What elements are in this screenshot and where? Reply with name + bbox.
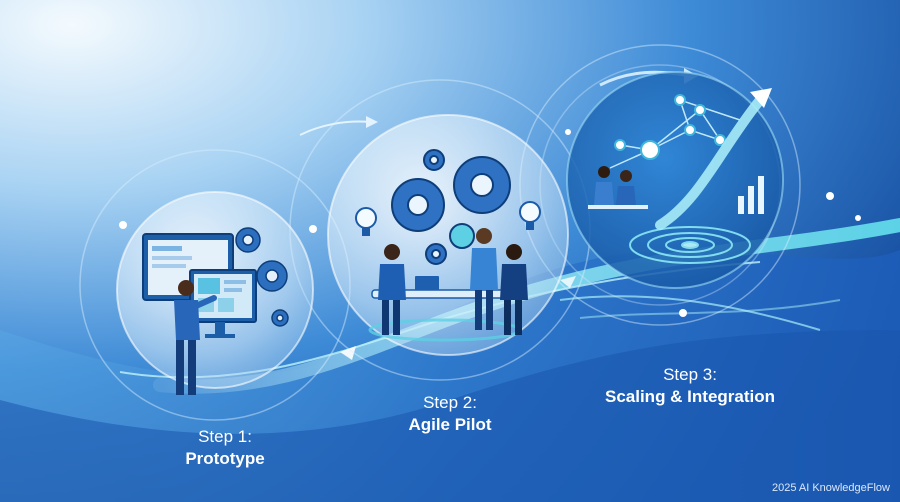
- target-rings-icon: [629, 226, 751, 264]
- footer-credit: 2025 AI KnowledgeFlow: [771, 482, 890, 494]
- team-seated: [588, 166, 648, 209]
- step-2-number: Step 2:: [423, 393, 477, 412]
- ribbon-line: [579, 299, 841, 319]
- bar-chart-icon: [738, 176, 764, 214]
- step-2-title: Agile Pilot: [408, 415, 492, 434]
- network-nodes: [614, 94, 726, 160]
- sparkles: [119, 129, 861, 317]
- person-presenter: [174, 280, 217, 395]
- gear-icon: [391, 149, 511, 265]
- growth-arrow: [655, 88, 772, 230]
- wave-band-dark: [0, 330, 900, 502]
- step-3-label: Step 3: Scaling & Integration: [580, 364, 800, 408]
- step-1-number: Step 1:: [198, 427, 252, 446]
- arrow-icon: [340, 346, 356, 360]
- step-1-title: Prototype: [185, 449, 265, 468]
- team-members: [378, 228, 528, 335]
- step-1-label: Step 1: Prototype: [150, 426, 300, 470]
- gear-icon: [235, 227, 289, 327]
- lightbulb-icon: [355, 201, 541, 236]
- arrow-icon: [560, 276, 576, 288]
- arrow-icon: [299, 120, 371, 136]
- step-3-number: Step 3:: [663, 365, 717, 384]
- step-3-title: Scaling & Integration: [604, 387, 776, 406]
- step-2-label: Step 2: Agile Pilot: [380, 392, 520, 436]
- step-3-bubble: [566, 71, 784, 289]
- ribbon-line: [559, 295, 821, 331]
- arrow-icon: [366, 116, 378, 128]
